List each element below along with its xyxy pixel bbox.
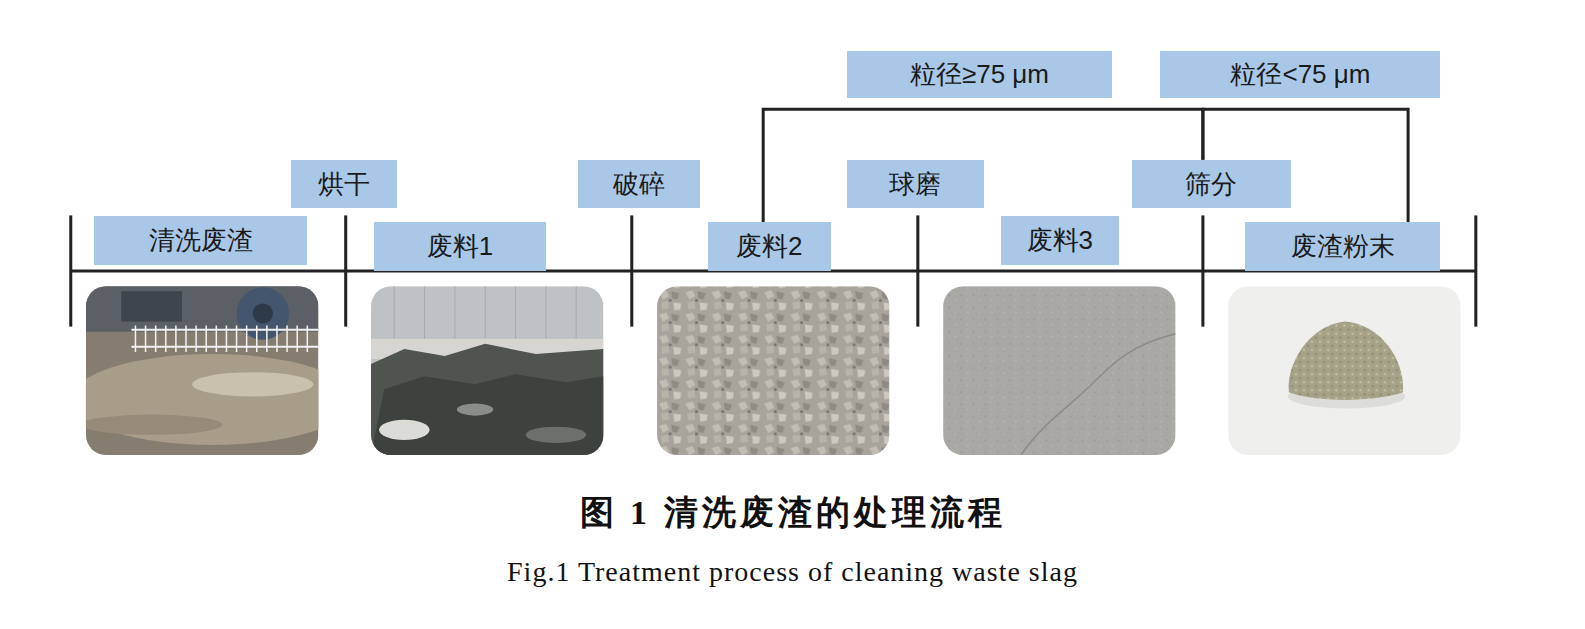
process-box: 废渣粉末 (1245, 222, 1440, 271)
process-box: 烘干 (291, 160, 397, 209)
figure-caption: 图 1 清洗废渣的处理流程 (0, 490, 1585, 536)
step-label: 破碎 (613, 170, 665, 199)
step-label: 废料3 (1027, 226, 1093, 255)
step-label: 烘干 (318, 170, 370, 199)
step-label: 废渣粉末 (1291, 232, 1395, 261)
process-box: 破碎 (578, 160, 700, 209)
step-label: 球磨 (889, 170, 941, 199)
step-label: 粒径<75 μm (1230, 60, 1370, 89)
step-label: 废料1 (427, 232, 493, 261)
step-label: 粒径≥75 μm (910, 60, 1049, 89)
process-box: 废料3 (1001, 216, 1119, 265)
step-label: 筛分 (1185, 170, 1237, 199)
process-box: 清洗废渣 (94, 216, 307, 265)
process-box: 废料2 (708, 222, 831, 271)
process-box: 筛分 (1132, 160, 1291, 209)
process-box: 废料1 (374, 222, 546, 271)
figure-caption-en: Fig.1 Treatment process of cleaning wast… (0, 556, 1585, 588)
step-label: 清洗废渣 (149, 226, 253, 255)
process-box: 粒径<75 μm (1160, 51, 1440, 99)
process-box: 粒径≥75 μm (847, 51, 1112, 99)
step-label: 废料2 (736, 232, 802, 261)
process-box: 球磨 (847, 160, 983, 209)
